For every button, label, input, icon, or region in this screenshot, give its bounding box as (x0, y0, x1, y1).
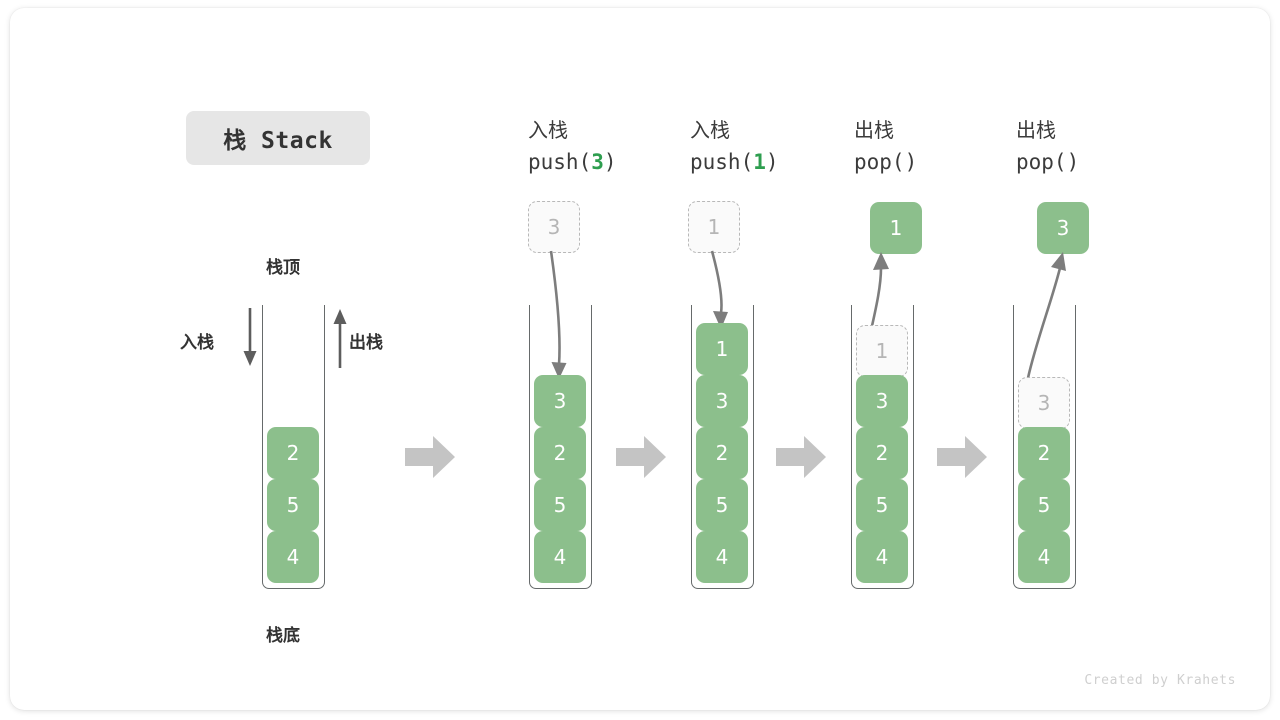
step-op-cn-4: 出栈 (1016, 118, 1056, 142)
incoming-value-1: 3 (528, 201, 580, 253)
outgoing-value-3: 1 (870, 202, 922, 254)
stack-cell: 5 (1018, 479, 1070, 531)
step-header-3: 出栈 pop() (854, 115, 917, 179)
pop-direction-label: 出栈 (349, 333, 383, 353)
stack-container-3 (851, 305, 914, 589)
stack-cell: 5 (856, 479, 908, 531)
pop-motion-arrow-3 (870, 252, 889, 327)
stack-cell: 5 (534, 479, 586, 531)
stack-cell: 2 (267, 427, 319, 479)
flow-arrow-icon-2 (616, 436, 666, 478)
step-header-1: 入栈 push(3) (528, 115, 617, 179)
push-direction-label: 入栈 (180, 333, 214, 353)
credit-text: Created by Krahets (1084, 673, 1236, 688)
ghost-value-4: 3 (1018, 377, 1070, 429)
step-op-code-3: pop() (854, 150, 918, 174)
push-motion-arrow-2 (710, 250, 728, 329)
stack-cell: 2 (1018, 427, 1070, 479)
step-op-cn-1: 入栈 (528, 118, 568, 142)
push-direction-arrow-icon (243, 308, 257, 366)
stack-container-2 (691, 305, 754, 589)
stack-container-1 (529, 305, 592, 589)
stack-top-label: 栈顶 (266, 258, 300, 278)
stack-cell: 4 (1018, 531, 1070, 583)
stack-cell: 2 (856, 427, 908, 479)
stack-cell: 4 (856, 531, 908, 583)
stack-cell: 5 (267, 479, 319, 531)
outgoing-value-4: 3 (1037, 202, 1089, 254)
step-op-code-2: push(1) (690, 150, 779, 174)
ghost-value-3: 1 (856, 325, 908, 377)
stack-cell: 1 (696, 323, 748, 375)
flow-arrow-icon-1 (405, 436, 455, 478)
step-header-4: 出栈 pop() (1016, 115, 1079, 179)
step-op-code-1: push(3) (528, 150, 617, 174)
stack-cell: 5 (696, 479, 748, 531)
step-op-code-4: pop() (1016, 150, 1080, 174)
stack-container-4 (1013, 305, 1076, 589)
stack-cell: 4 (696, 531, 748, 583)
title-badge: 栈 Stack (186, 111, 370, 165)
stack-container-initial (262, 305, 325, 589)
stack-bottom-label: 栈底 (266, 626, 300, 646)
step-header-2: 入栈 push(1) (690, 115, 779, 179)
stack-cell: 2 (534, 427, 586, 479)
incoming-value-2: 1 (688, 201, 740, 253)
step-arg-1: 3 (591, 150, 604, 174)
step-arg-2: 1 (753, 150, 766, 174)
stack-cell: 3 (696, 375, 748, 427)
step-op-cn-3: 出栈 (854, 118, 894, 142)
push-motion-arrow-1 (549, 250, 567, 379)
flow-arrow-icon-4 (937, 436, 987, 478)
stack-cell: 4 (267, 531, 319, 583)
pop-motion-arrow-4 (1026, 252, 1066, 379)
pop-direction-arrow-icon (333, 309, 347, 368)
stack-cell: 3 (534, 375, 586, 427)
stack-cell: 4 (534, 531, 586, 583)
flow-arrow-icon-3 (776, 436, 826, 478)
step-op-cn-2: 入栈 (690, 118, 730, 142)
stack-cell: 2 (696, 427, 748, 479)
stack-cell: 3 (856, 375, 908, 427)
